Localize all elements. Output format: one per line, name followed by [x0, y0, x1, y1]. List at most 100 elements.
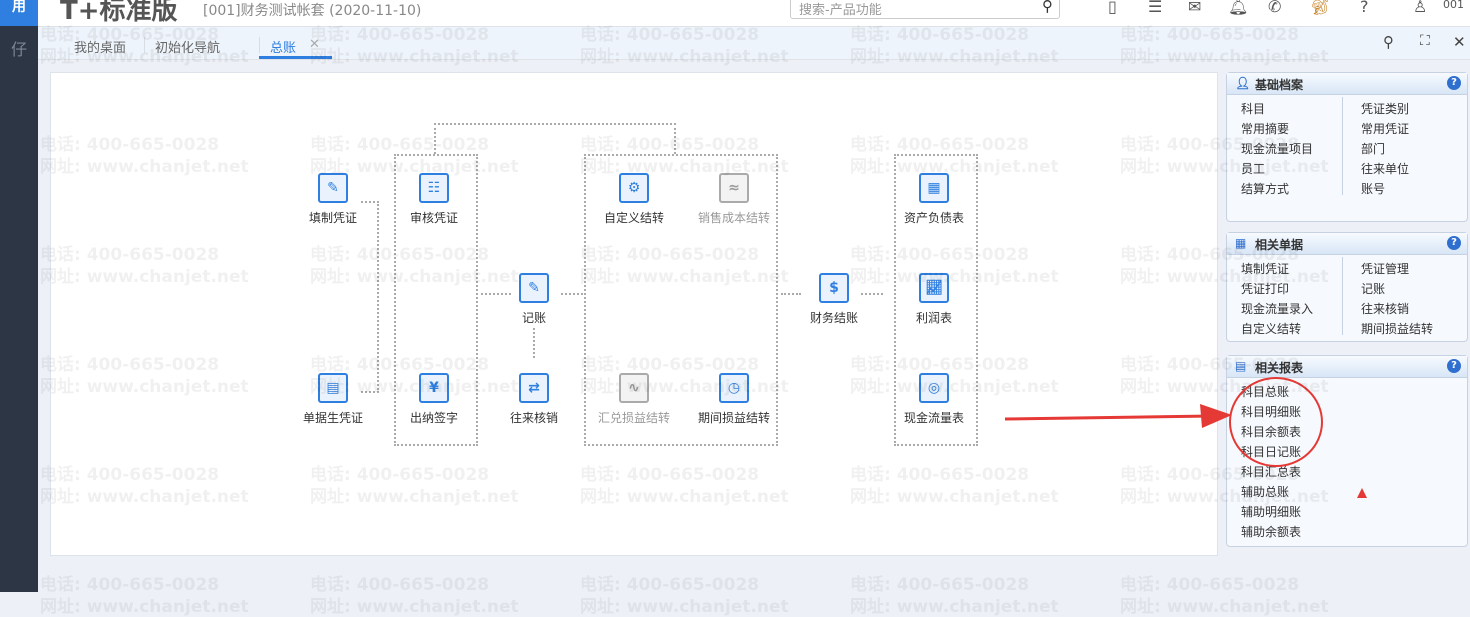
task-list-icon[interactable]: ☰ [1148, 0, 1163, 16]
panel-link[interactable]: 部门 [1361, 142, 1386, 156]
panel-link[interactable]: 员工 [1241, 162, 1266, 176]
close-books-icon: $ [819, 273, 849, 303]
panel-link[interactable]: 常用摘要 [1241, 122, 1290, 136]
panel-link[interactable]: 常用凭证 [1361, 122, 1410, 136]
panel-header: 👤︎基础档案? [1227, 73, 1467, 95]
flow-node-label: 销售成本结转 [697, 211, 770, 225]
product-name: T+标准版 [60, 0, 178, 26]
period-pl-icon: ◷ [719, 373, 749, 403]
panel-link[interactable]: 填制凭证 [1241, 262, 1290, 276]
panel-link[interactable]: 现金流量项目 [1241, 142, 1314, 156]
panel-link[interactable]: 期间损益结转 [1361, 322, 1434, 336]
panel-link[interactable]: 凭证类别 [1361, 102, 1410, 116]
search-input[interactable]: 搜索-产品功能⚲ [790, 0, 1060, 19]
flow-node[interactable]: ¥出纳签字 [384, 373, 484, 426]
panel-link[interactable]: 凭证打印 [1241, 282, 1290, 296]
sidebar-item[interactable]: 仔 [10, 40, 27, 59]
flow-node-label: 利润表 [915, 311, 952, 325]
panel-title: 基础档案 [1255, 78, 1304, 92]
panel-link[interactable]: 科目明细账 [1241, 405, 1302, 419]
phone-icon[interactable]: ✆ [1268, 0, 1282, 16]
flow-node[interactable]: ✎记账 [484, 273, 584, 326]
watermark-text: 网址: www.chanjet.net [310, 597, 519, 617]
panel-link[interactable]: 辅助总账 [1241, 485, 1290, 499]
flow-node[interactable]: ◷期间损益结转 [684, 373, 784, 426]
panel-link[interactable]: 科目总账 [1241, 385, 1290, 399]
flow-node[interactable]: ✎ 填制凭证 [283, 173, 383, 226]
account-info: [001]财务测试帐套 (2020-11-10) [203, 3, 422, 19]
exchange-icon: ∿ [619, 373, 649, 403]
flow-node-label: 汇兑损益结转 [597, 411, 670, 425]
flow-node-label: 单据生凭证 [302, 411, 363, 425]
watermark-text: 网址: www.chanjet.net [1120, 597, 1329, 617]
close-icon[interactable]: ✕ [1453, 33, 1466, 51]
mascot-avatar-icon[interactable]: 🐒︎ [1310, 0, 1331, 16]
search-icon[interactable]: ⚲ [1042, 0, 1053, 15]
income-statement-icon: 📈︎ [919, 273, 949, 303]
audit-icon: ☷ [419, 173, 449, 203]
review-group [394, 154, 478, 446]
help-icon[interactable]: ? [1447, 359, 1461, 373]
fullscreen-icon[interactable]: ⛶ [1420, 33, 1430, 49]
cashier-sign-icon: ¥ [419, 373, 449, 403]
flow-node[interactable]: ◎ 现金流量表 [884, 373, 984, 426]
write-off-icon: ⇄ [519, 373, 549, 403]
balance-sheet-icon: ▦ [919, 173, 949, 203]
panel-icon: ▤ [1235, 359, 1247, 373]
panel-link[interactable]: 辅助明细账 [1241, 505, 1302, 519]
tab-general-ledger[interactable]: 总账 [270, 41, 297, 56]
help-icon[interactable]: ? [1447, 76, 1461, 90]
annotation-arrow [1004, 414, 1213, 421]
panel-link[interactable]: 账号 [1361, 182, 1386, 196]
voucher-edit-icon: ✎ [318, 173, 348, 203]
panel-link[interactable]: 辅助余额表 [1241, 525, 1302, 539]
panel-link[interactable]: 记账 [1361, 282, 1386, 296]
flow-node[interactable]: ⚙自定义结转 [584, 173, 684, 226]
flow-node[interactable]: $ 财务结账 [784, 273, 884, 326]
watermark-text: 网址: www.chanjet.net [40, 597, 249, 617]
panel-header: ▤ 相关报表? [1227, 356, 1467, 378]
flow-node-label: 往来核销 [509, 411, 558, 425]
sales-cost-icon: ≈ [719, 173, 749, 203]
calculator-icon[interactable]: ▯ [1108, 0, 1117, 16]
panel-link[interactable]: 科目余额表 [1241, 425, 1302, 439]
close-tab-icon[interactable]: ✕ [309, 37, 320, 52]
flow-node[interactable]: ∿ 汇兑损益结转 [584, 373, 684, 426]
connector [533, 328, 535, 358]
flow-node-label: 财务结账 [809, 311, 858, 325]
panel-title: 相关报表 [1255, 361, 1304, 375]
panel-link[interactable]: 科目汇总表 [1241, 465, 1302, 479]
panel-link[interactable]: 现金流量录入 [1241, 302, 1314, 316]
tab-desktop[interactable]: 我的桌面 [74, 41, 127, 56]
panel-header: ▦相关单据? [1227, 233, 1467, 255]
flow-node-label: 现金流量表 [903, 411, 964, 425]
panel-link[interactable]: 自定义结转 [1241, 322, 1302, 336]
flow-node-label: 填制凭证 [308, 211, 357, 225]
notification-bell-icon[interactable]: 🔔︎ [1228, 0, 1249, 16]
transfer-group [584, 154, 778, 446]
panel-link[interactable]: 凭证管理 [1361, 262, 1410, 276]
user-icon[interactable]: ♙ [1413, 0, 1428, 16]
panel-link[interactable]: 科目日记账 [1241, 445, 1302, 459]
panel-link[interactable]: 往来单位 [1361, 162, 1410, 176]
panel-link[interactable]: 结算方式 [1241, 182, 1290, 196]
flow-node[interactable]: ⇄ 往来核销 [484, 373, 584, 426]
flow-node[interactable]: 📈︎ 利润表 [884, 273, 984, 326]
help-icon[interactable]: ? [1360, 0, 1369, 16]
left-sidebar: 用 仔 [0, 0, 38, 592]
flow-node[interactable]: ▦资产负债表 [884, 173, 984, 226]
annotation-circle [1229, 377, 1323, 467]
message-icon[interactable]: ✉ [1188, 0, 1202, 16]
zoom-search-icon[interactable]: ⚲ [1383, 33, 1394, 51]
active-tab-indicator [259, 56, 332, 59]
flow-node[interactable]: ≈ 销售成本结转 [684, 173, 784, 226]
flow-node[interactable]: ☷审核凭证 [384, 173, 484, 226]
tab-init-guide[interactable]: 初始化导航 [155, 41, 221, 56]
cash-flow-icon: ◎ [919, 373, 949, 403]
flow-node[interactable]: ▤单据生凭证 [283, 373, 383, 426]
help-icon[interactable]: ? [1447, 236, 1461, 250]
annotation-layer [1004, 377, 1367, 498]
panel-link[interactable]: 往来核销 [1361, 302, 1410, 316]
panel-link[interactable]: 科目 [1241, 102, 1266, 116]
watermark-text: 网址: www.chanjet.net [580, 597, 789, 617]
